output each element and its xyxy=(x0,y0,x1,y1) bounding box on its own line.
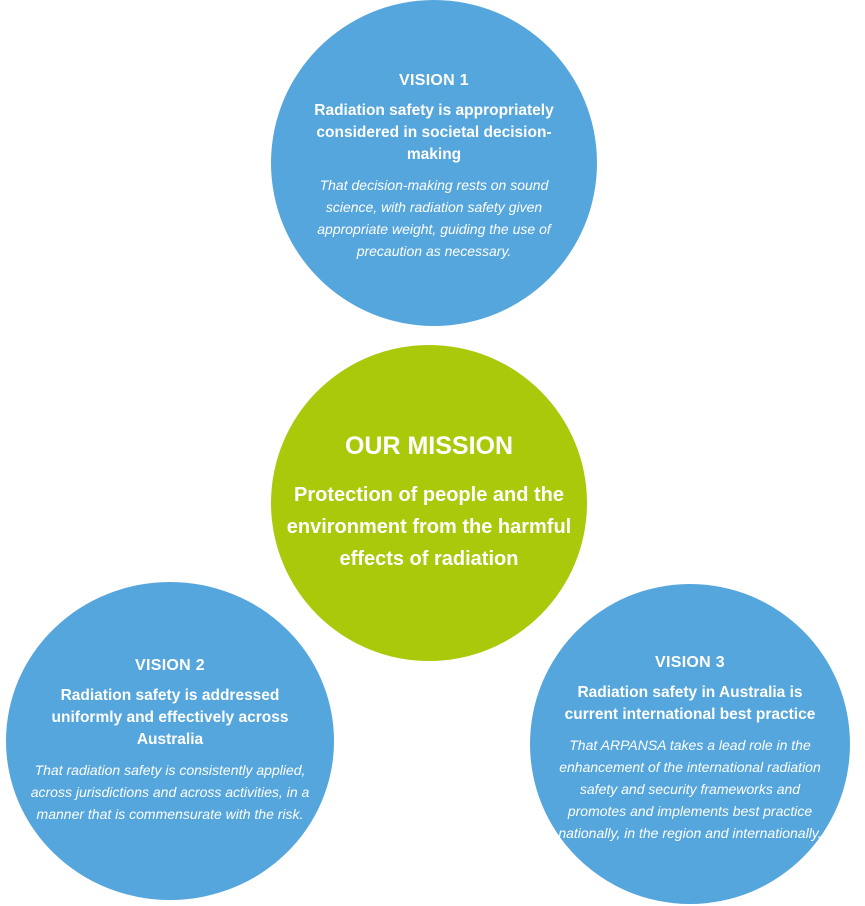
vision-3-heading: Radiation safety in Australia is current… xyxy=(564,684,816,723)
mission-title: OUR MISSION xyxy=(344,431,514,460)
vision-1-title: VISION 1 xyxy=(399,72,469,89)
vision-2-title: VISION 2 xyxy=(135,657,205,674)
vision-3-description: That ARPANSA takes a lead role in the en… xyxy=(558,737,822,841)
vision-2-description: That radiation safety is consistently ap… xyxy=(30,762,310,822)
vision-1-description: That decision-making rests on sound scie… xyxy=(317,177,551,259)
vision-1-circle: VISION 1 Radiation safety is appropriate… xyxy=(271,0,597,326)
mission-circle: OUR MISSION Protection of people and the… xyxy=(271,345,587,661)
vision-1-heading: Radiation safety is appropriately consid… xyxy=(314,102,554,163)
mission-text: Protection of people and the environment… xyxy=(286,483,572,570)
vision-2-heading: Radiation safety is addressed uniformly … xyxy=(51,687,289,748)
vision-3-circle: VISION 3 Radiation safety in Australia i… xyxy=(530,584,850,904)
vision-2-circle: VISION 2 Radiation safety is addressed u… xyxy=(6,582,334,900)
vision-3-title: VISION 3 xyxy=(655,654,725,671)
